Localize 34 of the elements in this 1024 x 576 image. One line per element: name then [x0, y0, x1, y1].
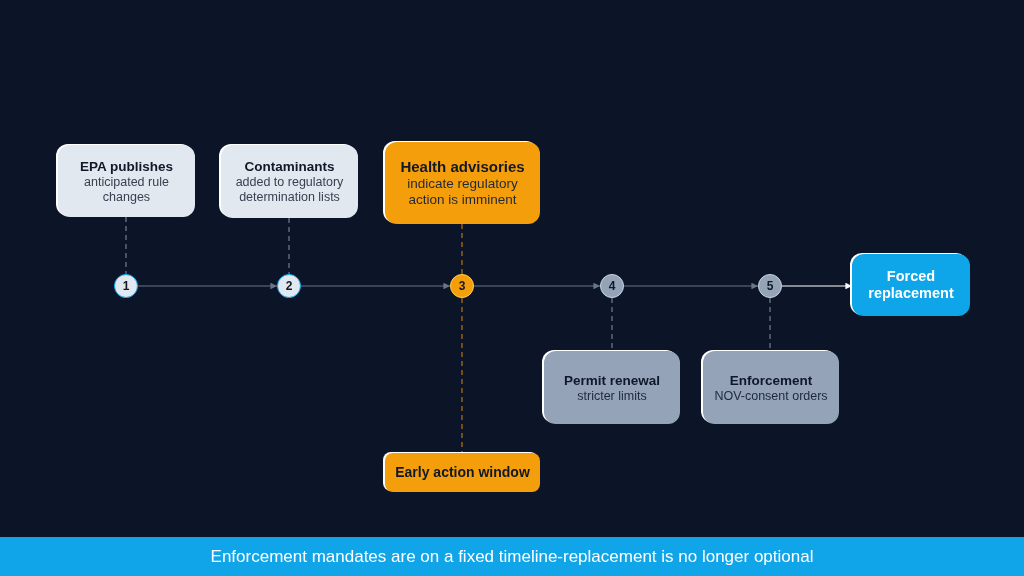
step-number: 4: [608, 280, 616, 292]
arrow: [137, 282, 278, 290]
box-heading: EPA publishes: [80, 157, 173, 175]
box-heading: Enforcement: [729, 371, 813, 389]
step-number: 3: [458, 280, 466, 292]
highlight-box: [385, 142, 540, 224]
box-description: anticipated rule changes: [83, 174, 170, 205]
dashed-connector-line: [461, 297, 463, 454]
step-number: 2: [285, 280, 293, 292]
caption-text: Enforcement mandates are on a fixed timeline-replacement is no longer optional: [210, 546, 814, 567]
box-label: Forced replacement: [867, 268, 955, 302]
arrow: [781, 282, 853, 290]
highlight-box: [385, 453, 540, 492]
box-label: Early action window: [395, 464, 530, 481]
box-description: NOV-consent orders: [714, 388, 828, 404]
box-description: added to regulatory determination lists: [234, 175, 345, 205]
arrow: [473, 282, 601, 290]
box-heading: Permit renewal: [563, 371, 660, 389]
box-heading: Health advisories: [400, 158, 525, 176]
arrow: [623, 282, 759, 290]
event-box: [544, 351, 680, 424]
event-box: [58, 145, 195, 217]
arrow: [300, 282, 451, 290]
outcome-box: [852, 254, 970, 316]
event-box: [703, 351, 839, 424]
dashed-connector-line: [288, 217, 290, 275]
box-description: indicate regulatory action is imminent: [406, 176, 519, 208]
dashed-connector-line: [125, 216, 127, 275]
step-number: 1: [122, 280, 130, 292]
box-heading: Contaminants: [244, 158, 335, 175]
box-description: stricter limits: [577, 388, 647, 404]
step-number: 5: [766, 280, 774, 292]
event-box: [221, 145, 358, 218]
dashed-connector-line: [461, 223, 463, 275]
